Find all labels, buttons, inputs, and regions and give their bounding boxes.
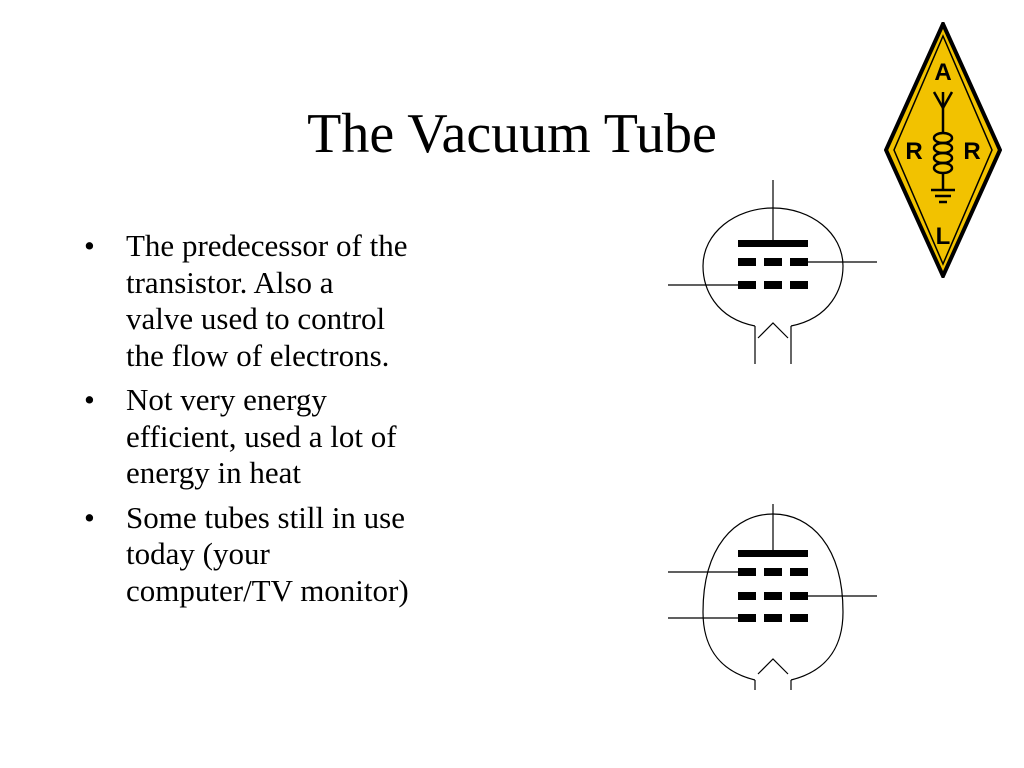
tube-electrodes: [738, 240, 808, 289]
bullet-line: Some tubes still in use: [126, 499, 405, 535]
logo-diamond-inner: [893, 34, 993, 266]
antenna-coil-icon: [931, 91, 955, 204]
tube-envelope: [668, 504, 877, 690]
bullet-line: valve used to control: [126, 301, 386, 336]
logo-letter-bottom: L: [936, 223, 951, 250]
tube-electrodes: [738, 550, 808, 622]
arrl-logo: A R R L: [884, 22, 1002, 278]
logo-letter-left: R: [905, 138, 922, 165]
vacuum-tube-tetrode-icon: [668, 504, 877, 690]
bullet-line: transistor. Also a: [126, 264, 334, 300]
bullet-line: The predecessor of the: [126, 228, 408, 263]
bullet-marker: •: [84, 499, 95, 535]
bullet-line: the flow of electrons.: [126, 337, 390, 373]
bullet-item-3: • Some tubes still in use today (your co…: [84, 500, 514, 610]
tube-plate: [738, 550, 808, 557]
tube-envelope: [668, 180, 877, 364]
bullet-list: • The predecessor of the transistor. Als…: [84, 228, 514, 617]
bullet-line: today (your: [126, 536, 270, 571]
bullet-item-2: • Not very energy efficient, used a lot …: [84, 382, 514, 492]
bullet-marker: •: [84, 382, 95, 417]
bullet-line: efficient, used a lot of: [126, 418, 397, 454]
tube-plate: [738, 240, 808, 247]
slide-title: The Vacuum Tube: [307, 103, 717, 165]
bullet-marker: •: [84, 228, 95, 263]
logo-letter-right: R: [963, 138, 980, 165]
bullet-line: Not very energy: [126, 382, 327, 417]
bullet-item-1: • The predecessor of the transistor. Als…: [84, 228, 514, 374]
bullet-line: computer/TV monitor): [126, 572, 409, 608]
bullet-line: energy in heat: [126, 455, 302, 490]
logo-diamond: [884, 22, 1002, 278]
logo-letter-top: A: [934, 59, 951, 86]
vacuum-tube-triode-icon: [668, 180, 877, 364]
